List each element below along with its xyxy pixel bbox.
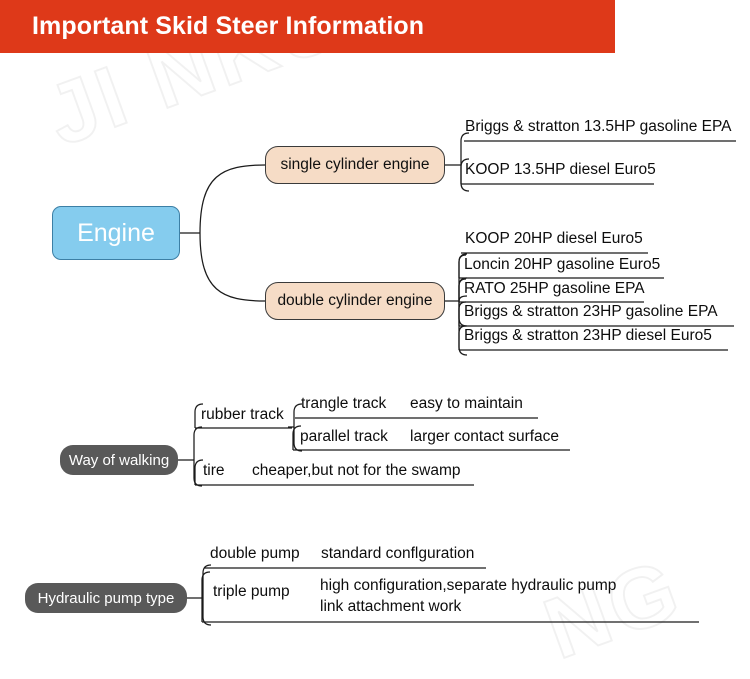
leaf-item[interactable]: Loncin 20HP gasoline Euro5 — [458, 254, 666, 279]
leaf-text: Briggs & stratton 13.5HP gasoline EPA — [465, 118, 732, 135]
node-engine-label: Engine — [77, 218, 155, 247]
node-way-of-walking-label: Way of walking — [68, 451, 170, 469]
node-way-of-walking[interactable]: Way of walking — [60, 445, 178, 475]
leaf-text: Briggs & stratton 23HP gasoline EPA — [464, 303, 718, 320]
leaf-text: double pump — [210, 545, 300, 562]
node-engine[interactable]: Engine — [52, 206, 180, 260]
leaf-item[interactable]: Briggs & stratton 13.5HP gasoline EPA — [462, 117, 738, 142]
leaf-item[interactable]: Briggs & stratton 23HP diesel Euro5 — [458, 325, 730, 351]
leaf-item[interactable]: triple pump high configuration,separate … — [201, 571, 701, 623]
leaf-text-secondary: larger contact surface — [410, 428, 560, 445]
leaf-bracket-icon — [461, 252, 648, 254]
leaf-text: trangle track — [301, 395, 387, 412]
node-double-cylinder-engine-label: double cylinder engine — [277, 292, 433, 309]
leaf-text: tire — [203, 462, 225, 479]
leaf-item[interactable]: KOOP 13.5HP diesel Euro5 — [460, 158, 656, 185]
leaf-text: Briggs & stratton 23HP diesel Euro5 — [464, 327, 712, 344]
leaf-item[interactable]: KOOP 20HP diesel Euro5 — [460, 230, 650, 254]
node-hydraulic-pump-type[interactable]: Hydraulic pump type — [25, 583, 187, 613]
leaf-text: KOOP 13.5HP diesel Euro5 — [465, 161, 656, 178]
leaf-text: KOOP 20HP diesel Euro5 — [465, 230, 643, 247]
leaf-text: triple pump — [213, 583, 290, 600]
page-title: Important Skid Steer Information — [32, 12, 425, 40]
leaf-bracket-icon — [295, 417, 538, 419]
leaf-text-secondary: cheaper,but not for the swamp — [252, 462, 461, 479]
leaf-text: Loncin 20HP gasoline Euro5 — [464, 256, 661, 273]
leaf-item[interactable]: trangle track easy to maintain — [294, 394, 540, 419]
leaf-text-secondary: standard conflguration — [321, 545, 475, 562]
leaf-text: parallel track — [300, 428, 388, 445]
leaf-text: RATO 25HP gasoline EPA — [464, 280, 645, 297]
leaf-item[interactable]: RATO 25HP gasoline EPA — [458, 278, 646, 303]
leaf-bracket-icon — [464, 140, 736, 142]
leaf-item[interactable]: Briggs & stratton 23HP gasoline EPA — [458, 301, 736, 327]
leaf-text: rubber track — [201, 406, 284, 423]
leaf-item[interactable]: double pump standard conflguration — [203, 544, 488, 569]
node-single-cylinder-engine-label: single cylinder engine — [280, 156, 430, 173]
leaf-item[interactable]: parallel track larger contact surface — [292, 425, 572, 451]
node-double-cylinder-engine[interactable]: double cylinder engine — [265, 282, 445, 320]
node-hydraulic-pump-type-label: Hydraulic pump type — [37, 589, 175, 607]
leaf-text-secondary: high configuration,separate hydraulic pu… — [320, 577, 617, 615]
leaf-bracket-icon — [204, 567, 486, 569]
leaf-text-secondary: easy to maintain — [410, 395, 523, 412]
leaf-item[interactable]: rubber track — [194, 403, 294, 429]
node-single-cylinder-engine[interactable]: single cylinder engine — [265, 146, 445, 184]
leaf-bracket-icon — [194, 403, 292, 429]
leaf-item[interactable]: tire cheaper,but not for the swamp — [194, 459, 476, 486]
header-banner: Important Skid Steer Information — [0, 0, 615, 53]
